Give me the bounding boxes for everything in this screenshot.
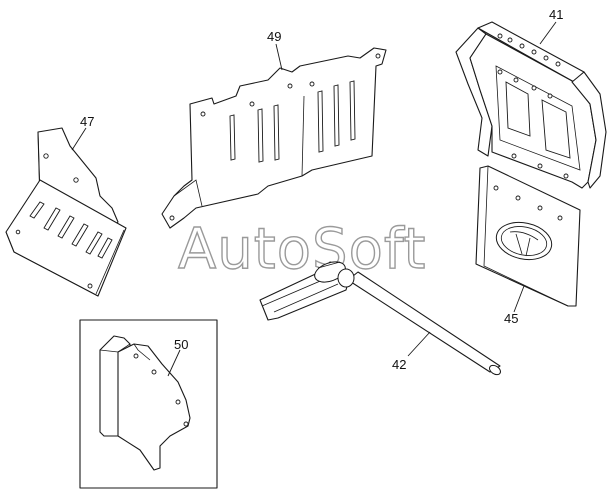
part-49-guard-panel [161, 47, 387, 229]
callout-45: 45 [504, 311, 518, 326]
watermark-text: AutoSoft [178, 217, 427, 282]
callout-41: 41 [549, 7, 563, 22]
part-42-rod-bracket [259, 261, 501, 376]
leader-49 [275, 43, 283, 71]
callout-47: 47 [80, 114, 94, 129]
leader-42 [407, 331, 431, 357]
leader-41 [539, 21, 557, 45]
callout-49: 49 [267, 29, 281, 44]
callout-42: 42 [392, 357, 406, 372]
part-47-deflector [5, 127, 127, 297]
inset-frame [79, 319, 218, 489]
part-41-flap-bracket [455, 21, 607, 189]
flap-logo-emblem [495, 221, 553, 261]
leader-50 [167, 349, 181, 377]
leader-45 [513, 285, 525, 313]
callout-50: 50 [174, 337, 188, 352]
part-45-mud-flap [475, 165, 581, 307]
leader-47 [71, 127, 87, 151]
part-50-inset-box [79, 319, 218, 489]
